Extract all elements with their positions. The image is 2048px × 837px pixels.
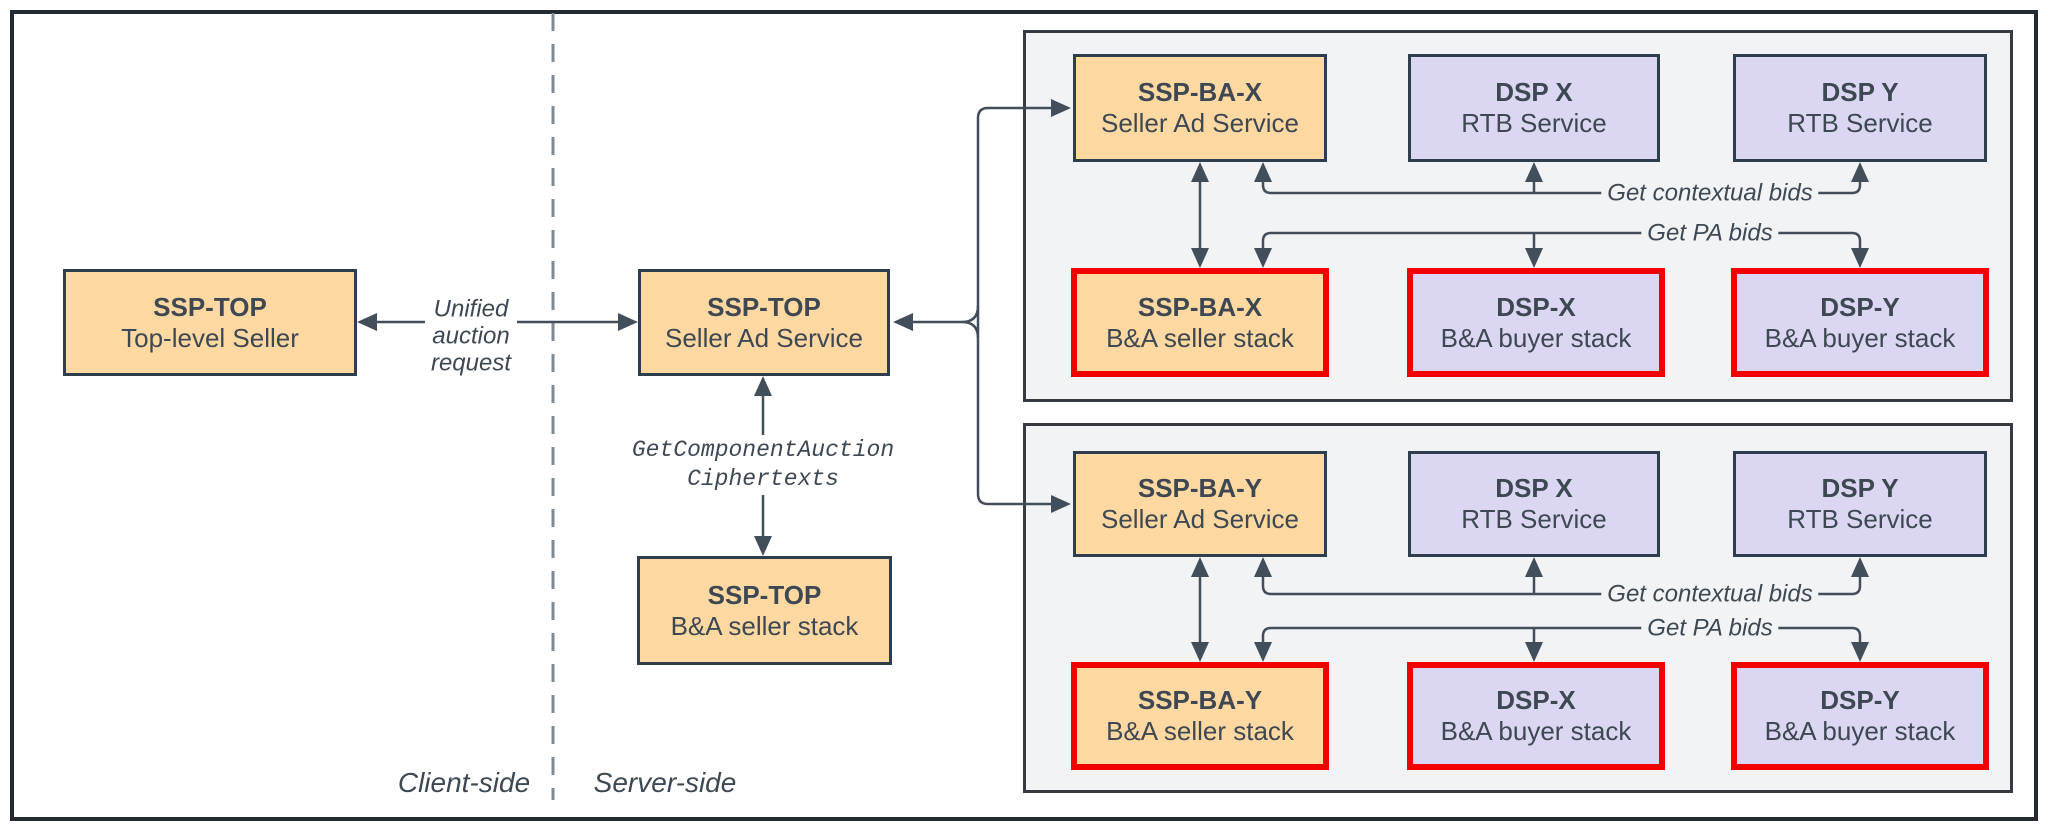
label-y-get-pa-bids: Get PA bids [1641, 613, 1779, 643]
node-y-dsp-x-buyer-stack: DSP-X B&A buyer stack [1407, 662, 1665, 770]
node-ssp-ba-y-seller-ad-service: SSP-BA-Y Seller Ad Service [1073, 451, 1327, 557]
arrowhead-x-down-stack [1191, 248, 1209, 268]
arrowhead-up-into-seller-ad-service [754, 376, 772, 396]
node-title: SSP-TOP [707, 291, 821, 322]
node-subtitle: B&A seller stack [1106, 716, 1294, 746]
node-subtitle: RTB Service [1461, 108, 1607, 138]
label-unified-auction-request: Unified auction request [424, 294, 518, 378]
node-subtitle: B&A seller stack [670, 610, 859, 641]
edge-y-contextual [1261, 577, 1862, 596]
arrowhead-x-pa-buyerx [1525, 248, 1543, 268]
node-title: SSP-BA-X [1137, 77, 1263, 107]
arrowhead-y-ctx-dspy [1851, 557, 1869, 577]
edge-x-pa [1261, 231, 1862, 248]
edge-x-contextual [1261, 182, 1862, 195]
arrowhead-y-ctx-dspx [1525, 557, 1543, 577]
label-get-component-auction-ciphertexts: GetComponentAuction Ciphertexts [625, 435, 901, 495]
edge-y-pa [1261, 626, 1862, 642]
node-title: DSP Y [1821, 77, 1899, 107]
arrowhead-x-ctx-dspx [1525, 162, 1543, 182]
node-ssp-ba-x-seller-ad-service: SSP-BA-X Seller Ad Service [1073, 54, 1327, 162]
node-ssp-ba-y-seller-stack: SSP-BA-Y B&A seller stack [1071, 662, 1329, 770]
node-x-dsp-y-buyer-stack: DSP-Y B&A buyer stack [1731, 268, 1989, 377]
node-subtitle: RTB Service [1787, 108, 1933, 138]
node-subtitle: Seller Ad Service [665, 322, 863, 353]
arrowhead-x-ctx-dspy [1851, 162, 1869, 182]
node-title: SSP-BA-X [1137, 291, 1263, 322]
label-server-side: Server-side [593, 767, 737, 798]
arrowhead-down-into-ba-seller-stack [754, 536, 772, 556]
page-border [10, 10, 2038, 821]
edge-branch-trunk [976, 106, 1053, 506]
node-subtitle: B&A buyer stack [1764, 322, 1956, 353]
node-title: SSP-BA-Y [1137, 473, 1263, 503]
node-ssp-top-seller-ad-service: SSP-TOP Seller Ad Service [638, 269, 890, 376]
node-x-dsp-x-buyer-stack: DSP-X B&A buyer stack [1407, 268, 1665, 377]
node-x-dsp-x-rtb: DSP X RTB Service [1408, 54, 1660, 162]
node-subtitle: RTB Service [1461, 504, 1607, 534]
edge-branch-bracket [961, 305, 980, 339]
node-y-dsp-y-rtb: DSP Y RTB Service [1733, 451, 1987, 557]
arrowhead-x-pa-sellerstack [1254, 248, 1272, 268]
node-subtitle: RTB Service [1787, 504, 1933, 534]
node-title: DSP X [1495, 473, 1573, 503]
arrowhead-x-ctx-seller [1254, 162, 1272, 182]
node-title: SSP-TOP [153, 291, 267, 322]
node-title: DSP X [1495, 77, 1573, 107]
node-title: SSP-TOP [707, 579, 822, 610]
label-x-get-pa-bids: Get PA bids [1641, 218, 1779, 248]
arrowhead-into-seller-ad-service [618, 313, 638, 331]
node-subtitle: B&A seller stack [1106, 322, 1294, 353]
arrowhead-y-up-seller [1191, 557, 1209, 577]
node-title: DSP-X [1496, 291, 1576, 322]
arrowhead-x-pa-buyery [1851, 248, 1869, 268]
node-subtitle: Top-level Seller [121, 322, 299, 353]
node-subtitle: B&A buyer stack [1440, 716, 1632, 746]
arrowhead-into-seller-ad-service-right [893, 313, 913, 331]
label-y-get-contextual-bids: Get contextual bids [1601, 579, 1819, 609]
arrowhead-y-pa-sellerstack [1254, 642, 1272, 662]
arrowhead-into-top-seller [357, 313, 377, 331]
node-title: DSP-Y [1820, 685, 1900, 715]
node-title: SSP-BA-Y [1137, 685, 1263, 715]
label-client-side: Client-side [397, 767, 531, 798]
node-y-dsp-x-rtb: DSP X RTB Service [1408, 451, 1660, 557]
node-ssp-top-top-level-seller: SSP-TOP Top-level Seller [63, 269, 357, 376]
node-ssp-ba-x-seller-stack: SSP-BA-X B&A seller stack [1071, 268, 1329, 377]
arrowhead-y-pa-buyery [1851, 642, 1869, 662]
label-x-get-contextual-bids: Get contextual bids [1601, 178, 1819, 208]
node-subtitle: B&A buyer stack [1764, 716, 1956, 746]
node-subtitle: B&A buyer stack [1440, 322, 1632, 353]
arrowhead-into-ssp-ba-x [1051, 99, 1071, 117]
node-title: DSP-Y [1820, 291, 1900, 322]
arrowhead-into-ssp-ba-y [1051, 495, 1071, 513]
arrowhead-y-down-stack [1191, 642, 1209, 662]
node-subtitle: Seller Ad Service [1101, 108, 1299, 138]
arrowhead-y-pa-buyerx [1525, 642, 1543, 662]
node-ssp-top-ba-seller-stack: SSP-TOP B&A seller stack [637, 556, 892, 665]
node-x-dsp-y-rtb: DSP Y RTB Service [1733, 54, 1987, 162]
node-y-dsp-y-buyer-stack: DSP-Y B&A buyer stack [1731, 662, 1989, 770]
arrowhead-y-ctx-seller [1254, 557, 1272, 577]
node-subtitle: Seller Ad Service [1101, 504, 1299, 534]
arrowhead-x-up-seller [1191, 162, 1209, 182]
node-title: DSP Y [1821, 473, 1899, 503]
node-title: DSP-X [1496, 685, 1576, 715]
